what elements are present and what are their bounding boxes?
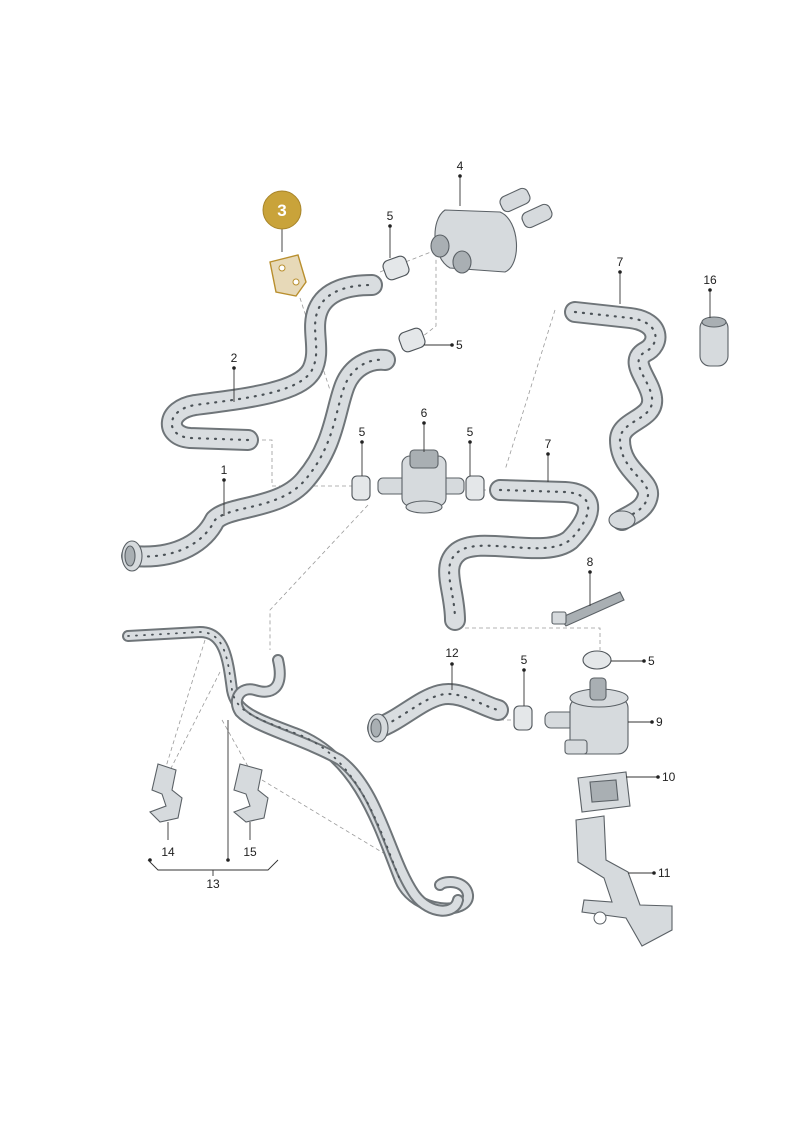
valve-part-6 <box>377 449 465 514</box>
callout-7-upper[interactable]: 7 <box>617 255 624 269</box>
hose-part-7-upper <box>564 301 667 531</box>
fitting-part-8 <box>551 591 625 627</box>
callout-13[interactable]: 13 <box>206 877 220 891</box>
callout-16[interactable]: 16 <box>703 273 717 287</box>
callout-11[interactable]: 11 <box>658 866 671 880</box>
callout-6[interactable]: 6 <box>421 406 428 420</box>
callout-5-valve-left[interactable]: 5 <box>359 425 366 439</box>
callout-4[interactable]: 4 <box>457 159 464 173</box>
clip-part-14 <box>149 763 183 823</box>
callout-5-valve-right[interactable]: 5 <box>467 425 474 439</box>
callout-5-upper-right[interactable]: 5 <box>456 338 463 352</box>
callout-labels: 4 5 5 2 1 6 5 5 7 7 16 8 5 12 5 9 10 11 … <box>161 159 717 891</box>
callout-10[interactable]: 10 <box>662 770 676 784</box>
bracket-part-11 <box>575 815 673 947</box>
mount-part-10 <box>577 771 631 813</box>
part-3-highlight-badge[interactable]: 3 <box>262 190 302 230</box>
callout-9[interactable]: 9 <box>656 715 663 729</box>
grommet-part-4 <box>430 187 553 274</box>
leader-lines <box>147 174 712 876</box>
bracket-part-3 <box>269 254 307 297</box>
callout-7-middle[interactable]: 7 <box>545 437 552 451</box>
clip-part-15 <box>232 763 269 823</box>
hose-part-12 <box>367 683 509 743</box>
clamps-part-5 <box>351 255 612 731</box>
hose-part-1 <box>121 348 396 572</box>
callout-1[interactable]: 1 <box>221 463 228 477</box>
callout-14[interactable]: 14 <box>161 845 175 859</box>
pump-part-9 <box>544 677 629 755</box>
cap-part-16 <box>699 316 729 367</box>
part-3-number: 3 <box>277 201 286 220</box>
callout-5-top[interactable]: 5 <box>387 209 394 223</box>
hose-part-2 <box>160 274 383 451</box>
hose-part-13 <box>122 626 474 917</box>
hose-part-7-middle <box>438 479 600 631</box>
callout-15[interactable]: 15 <box>243 845 257 859</box>
callout-12[interactable]: 12 <box>445 646 459 660</box>
callout-5-pump-left[interactable]: 5 <box>521 653 528 667</box>
callout-8[interactable]: 8 <box>587 555 594 569</box>
callout-5-pump-top[interactable]: 5 <box>648 654 655 668</box>
callout-2[interactable]: 2 <box>231 351 238 365</box>
